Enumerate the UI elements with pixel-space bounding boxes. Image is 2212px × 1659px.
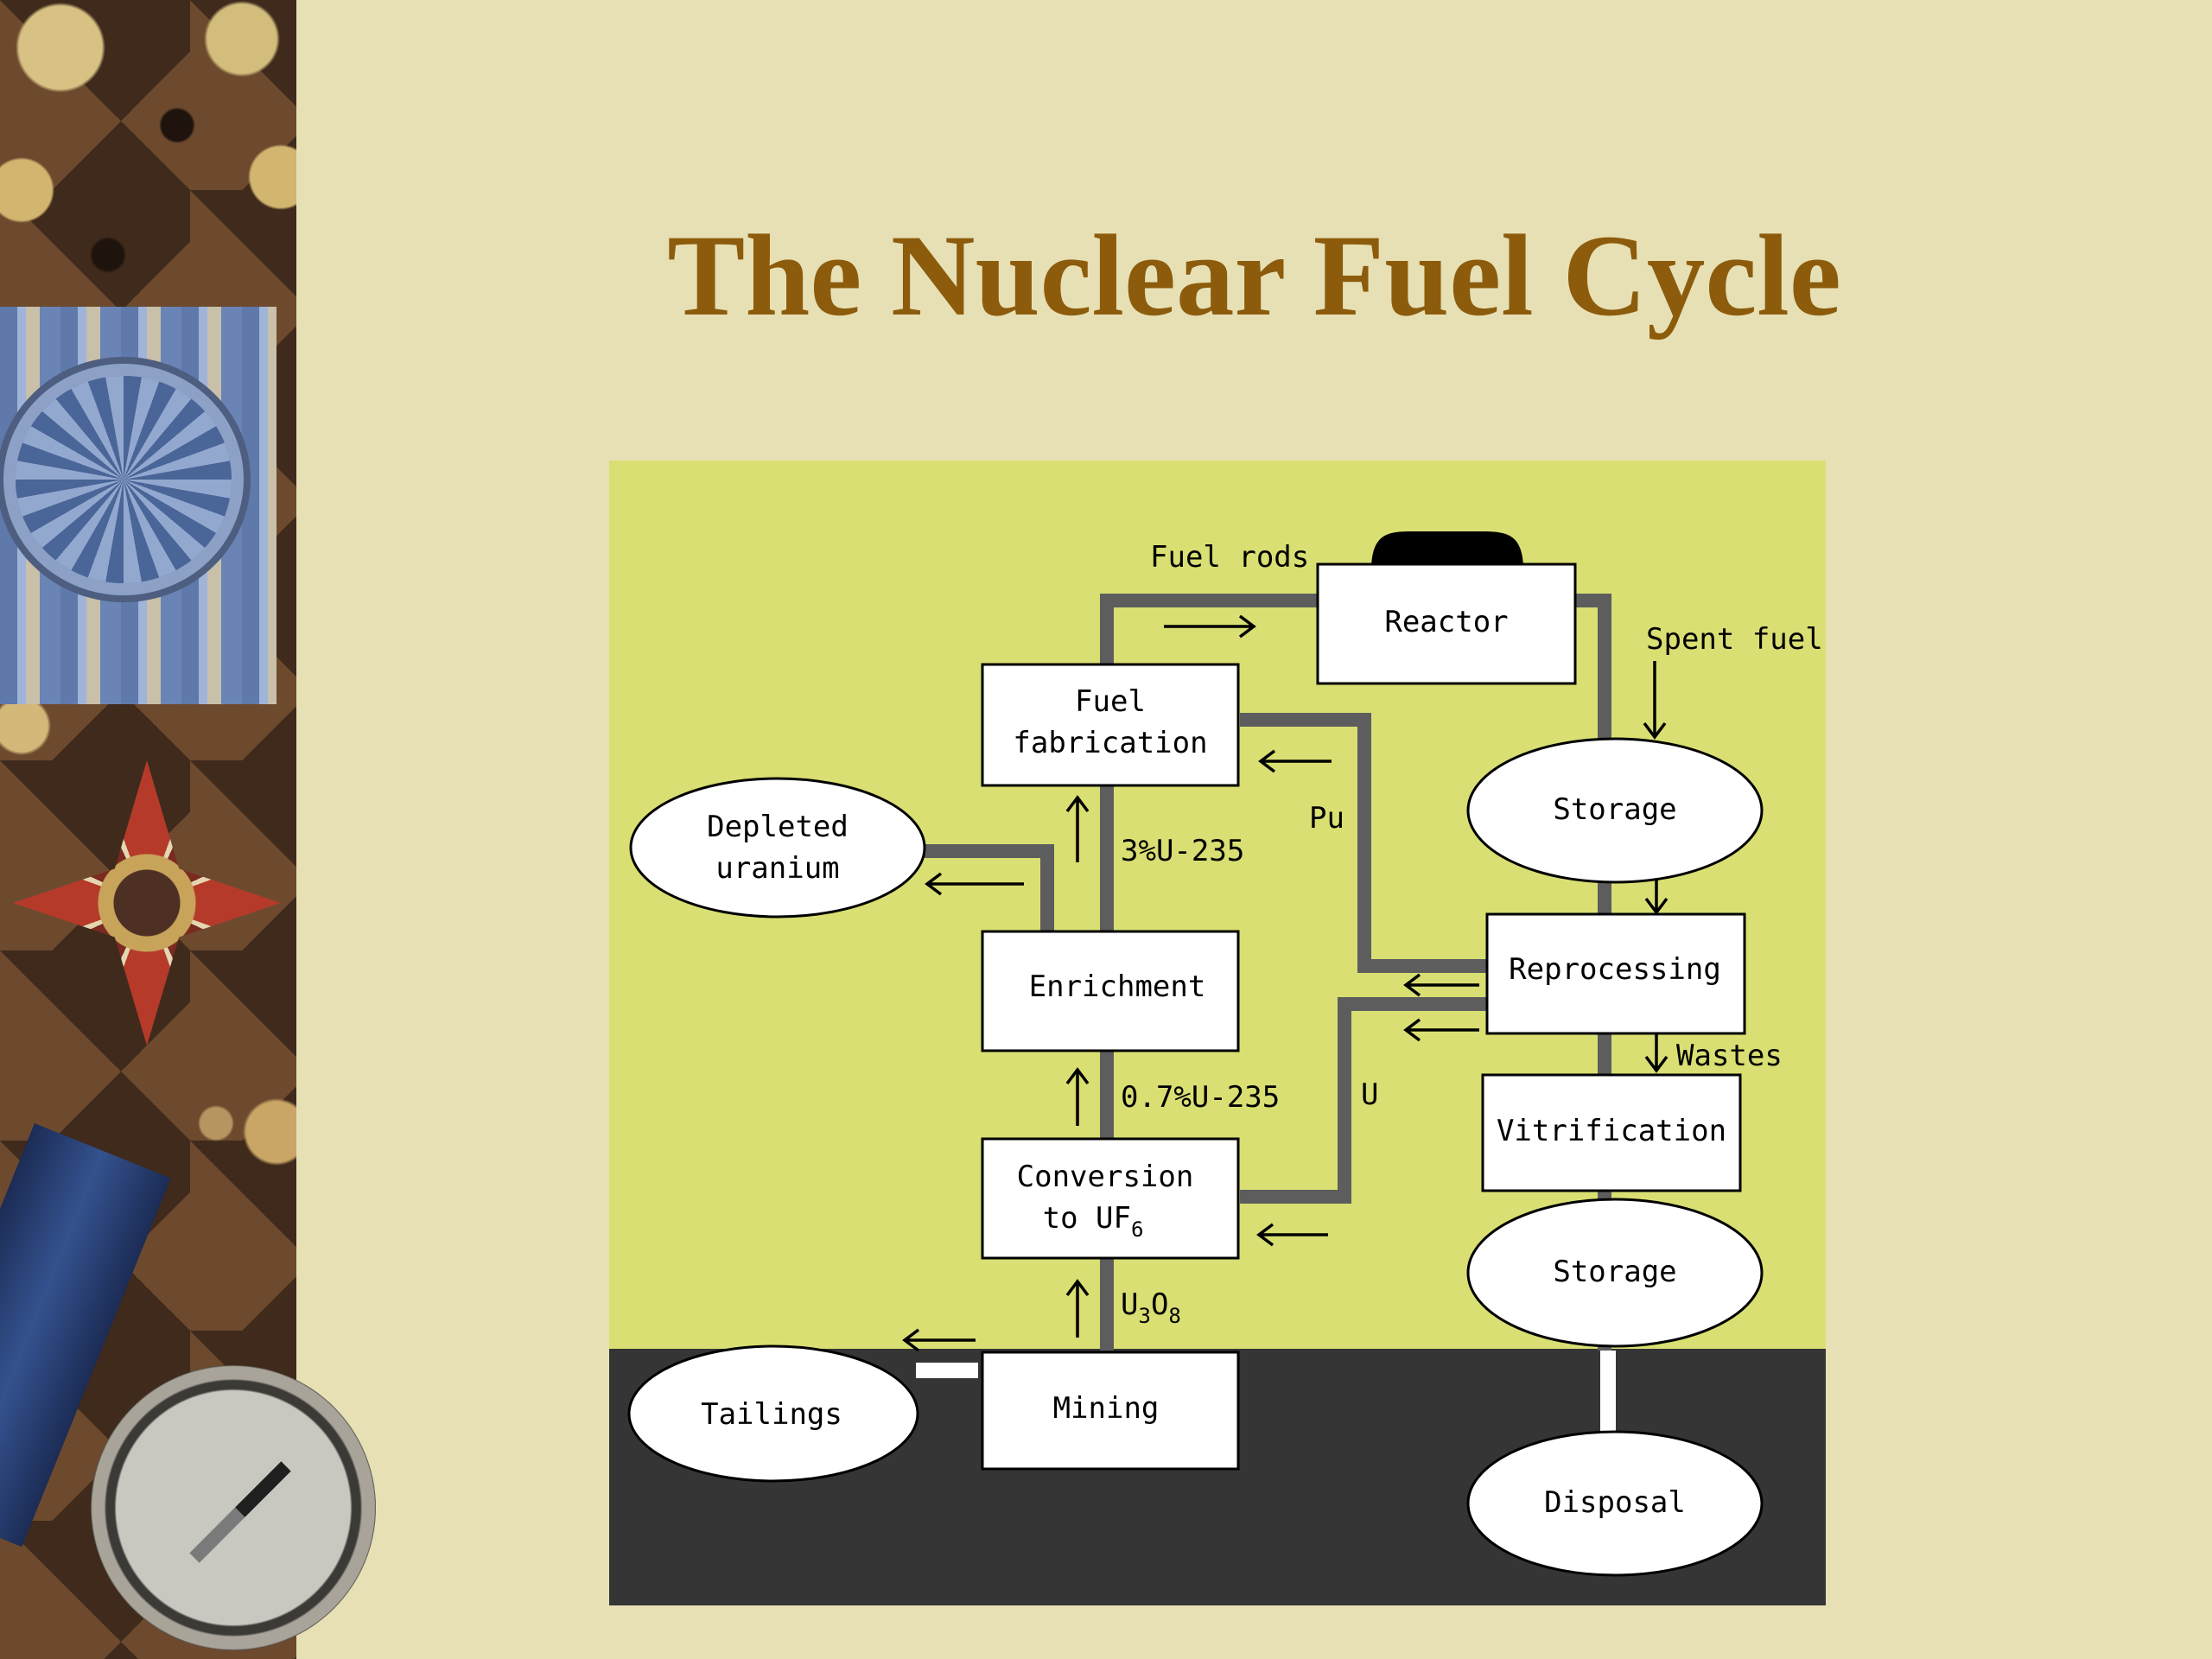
connector-fuel-rods [1100, 594, 1318, 1351]
tailings-label: Tailings [701, 1397, 842, 1432]
fuel-fabrication-box [981, 663, 1240, 787]
medal-rosette [16, 376, 232, 583]
tailings-ellipse [627, 1344, 919, 1483]
reactor-dome [1371, 531, 1523, 566]
disposal-ellipse [1466, 1430, 1764, 1577]
conversion-label-line1: Conversion [1017, 1160, 1194, 1194]
storage-bottom-ellipse [1466, 1198, 1764, 1348]
arrow-fuel-rods [1164, 614, 1256, 639]
arrow-enrichment-up [1065, 795, 1090, 862]
arrow-depleted [925, 872, 1024, 896]
reactor-box [1316, 563, 1577, 685]
arrow-u-to-conversion [1256, 1223, 1328, 1247]
natural-uranium-label: 0.7%U-235 [1121, 1080, 1280, 1115]
mining-label: Mining [1053, 1391, 1160, 1426]
u3o8-sub-8: 8 [1168, 1304, 1180, 1328]
connector-pu [1240, 713, 1487, 973]
depleted-uranium-label-line2: uranium [715, 851, 839, 886]
u3o8-label: U3O8 [1121, 1287, 1181, 1328]
node-labels: Reactor Fuel fabrication Depleted uraniu… [701, 605, 1726, 1520]
connector-u [1240, 997, 1487, 1204]
enrichment-label: Enrichment [1029, 969, 1206, 1004]
reactor-label: Reactor [1384, 605, 1508, 639]
wastes-label: Wastes [1676, 1039, 1783, 1073]
reprocessing-label: Reprocessing [1509, 952, 1721, 987]
vitrification-label: Vitrification [1497, 1114, 1726, 1148]
u3o8-o: O [1151, 1287, 1168, 1322]
process-boxes [981, 563, 1746, 1471]
flow-arrows [902, 614, 1669, 1352]
storage-ellipses [627, 737, 1764, 1577]
depleted-uranium-label-line1: Depleted [707, 810, 849, 844]
arrow-reprocessing-pu [1403, 973, 1479, 997]
arrow-reprocessing-u [1403, 1018, 1479, 1042]
conversion-box [981, 1137, 1240, 1260]
depleted-uranium-ellipse [629, 777, 926, 918]
u3o8-sub-3: 3 [1138, 1304, 1150, 1328]
medal-cross [13, 760, 281, 1046]
arrow-conversion-up [1065, 1067, 1090, 1126]
fuel-cycle-diagram: Reactor Fuel fabrication Depleted uraniu… [609, 461, 1826, 1605]
u3o8-u: U [1121, 1287, 1138, 1322]
spent-fuel-label: Spent fuel [1646, 622, 1823, 657]
storage-bottom-label: Storage [1553, 1255, 1676, 1289]
disposal-label: Disposal [1544, 1485, 1686, 1520]
fuel-fabrication-label-line2: fabrication [1013, 726, 1207, 760]
vitrification-box [1481, 1073, 1742, 1192]
conversion-uf-subscript: 6 [1131, 1217, 1143, 1242]
flow-labels: Fuel rods Spent fuel Pu 3%U-235 0.7%U-23… [1121, 540, 1823, 1328]
fuel-fabrication-label-line1: Fuel [1075, 684, 1146, 719]
u-label: U [1361, 1077, 1378, 1112]
conversion-uf-text: to UF [1043, 1201, 1131, 1236]
enriched-label: 3%U-235 [1121, 834, 1244, 868]
conversion-label-line2: to UF6 [1043, 1201, 1144, 1242]
arrow-spent-fuel [1643, 661, 1667, 740]
slide-title: The Nuclear Fuel Cycle [667, 212, 1841, 340]
decorative-photo-strip [0, 0, 376, 1659]
arrow-tailings [902, 1328, 976, 1352]
pu-label: Pu [1309, 801, 1344, 836]
connector-depleted [925, 844, 1054, 931]
enrichment-box [981, 930, 1240, 1052]
mining-box [981, 1351, 1240, 1471]
storage-top-ellipse [1466, 737, 1764, 884]
arrow-pu [1258, 749, 1332, 773]
arrow-mining-up [1065, 1279, 1090, 1338]
reprocessing-box [1485, 912, 1746, 1035]
storage-top-label: Storage [1553, 792, 1676, 827]
fuel-rods-label: Fuel rods [1150, 540, 1309, 575]
